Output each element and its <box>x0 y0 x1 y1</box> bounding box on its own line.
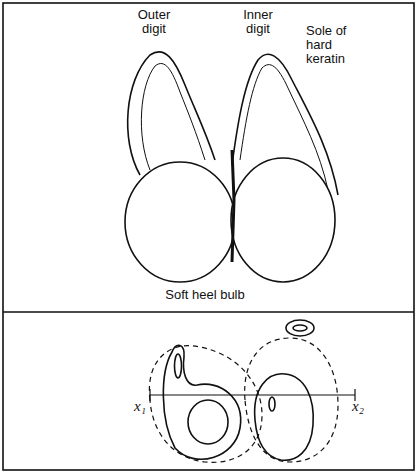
axis-tick <box>149 389 150 401</box>
outer-sole-line <box>141 64 205 170</box>
outer-digit-outline <box>128 52 215 175</box>
axis-line <box>150 394 355 395</box>
right-dashed-contour <box>245 338 338 462</box>
part-label: Sole of hard keratin <box>306 24 366 66</box>
panel-divider <box>3 311 414 313</box>
right-outer-contour <box>255 374 314 460</box>
panel-frame <box>3 3 414 470</box>
part-label: Inner digit <box>238 8 278 36</box>
axis-label: x₂ <box>352 399 372 413</box>
outer-heel-bulb <box>125 162 235 282</box>
left-inner-contour <box>188 400 228 444</box>
top-contour <box>286 320 314 336</box>
part-label: Outer digit <box>132 8 176 36</box>
interdigital-cleft <box>232 150 234 262</box>
right-small-contour <box>269 397 275 411</box>
left-small-contour <box>175 354 182 378</box>
left-outer-contour <box>163 345 240 459</box>
part-label: Soft heel bulb <box>130 288 280 302</box>
axis-label: x₁ <box>134 399 154 413</box>
top-inner-contour <box>293 325 307 331</box>
inner-heel-bulb <box>231 158 335 282</box>
